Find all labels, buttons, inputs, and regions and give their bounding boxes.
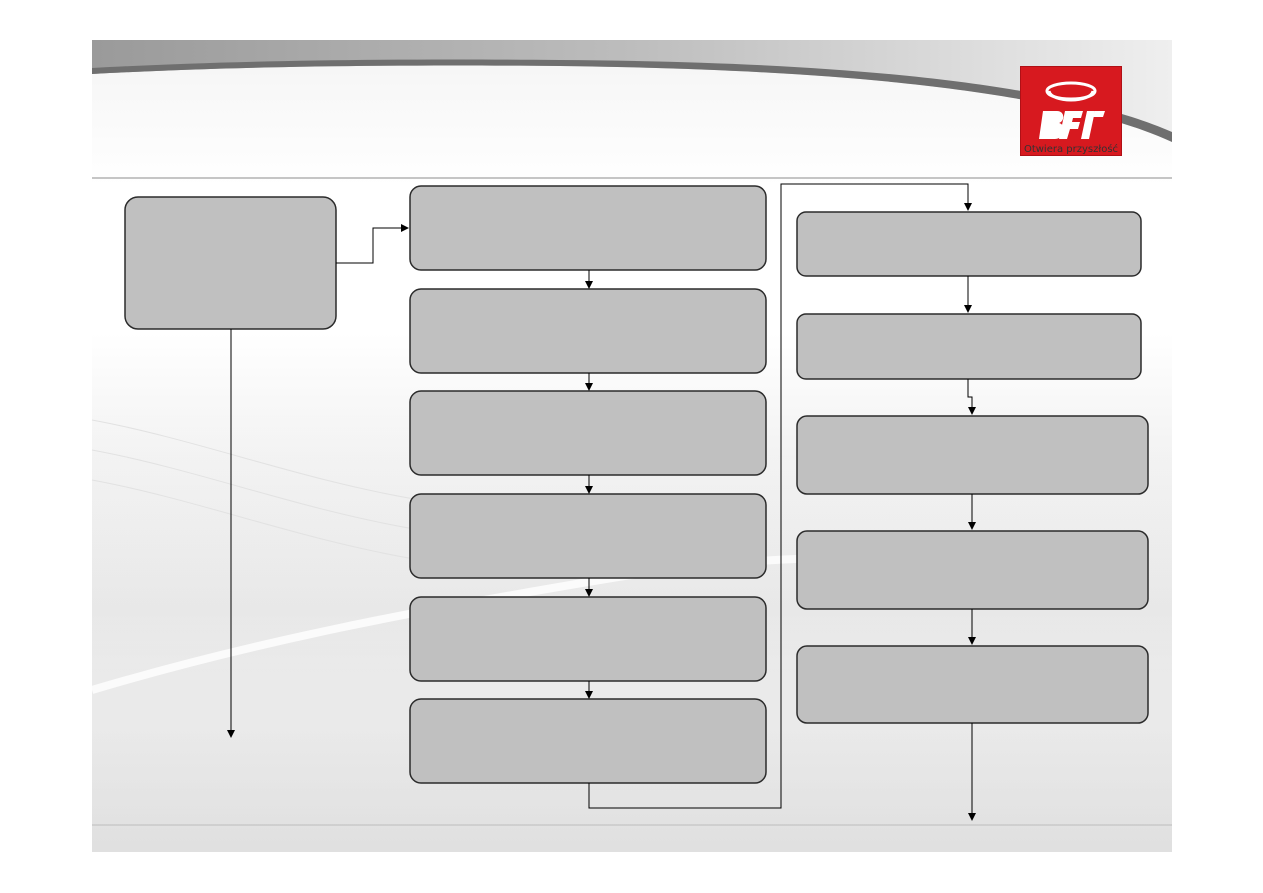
flow-box-start <box>124 196 337 330</box>
bfi-logo-mark <box>1020 66 1122 156</box>
flow-box-right-2 <box>796 313 1142 380</box>
flow-box-right-5 <box>796 645 1149 724</box>
connector-middle-6-to-right-1 <box>588 183 972 809</box>
connector-right-2-3 <box>967 379 976 415</box>
flow-box-middle-3 <box>409 390 767 476</box>
logo-tagline: Otwiera przyszłość <box>1023 144 1119 155</box>
connector-start-to-middle-1 <box>336 224 409 264</box>
flow-box-middle-2 <box>409 288 767 374</box>
flow-box-right-4 <box>796 530 1149 610</box>
flow-box-middle-1 <box>409 185 767 271</box>
flow-box-right-3 <box>796 415 1149 495</box>
flow-box-middle-6 <box>409 698 767 784</box>
flow-box-middle-4 <box>409 493 767 579</box>
flow-box-right-1 <box>796 211 1142 277</box>
flow-box-middle-5 <box>409 596 767 682</box>
bfi-logo: Otwiera przyszłość <box>1014 64 1128 174</box>
